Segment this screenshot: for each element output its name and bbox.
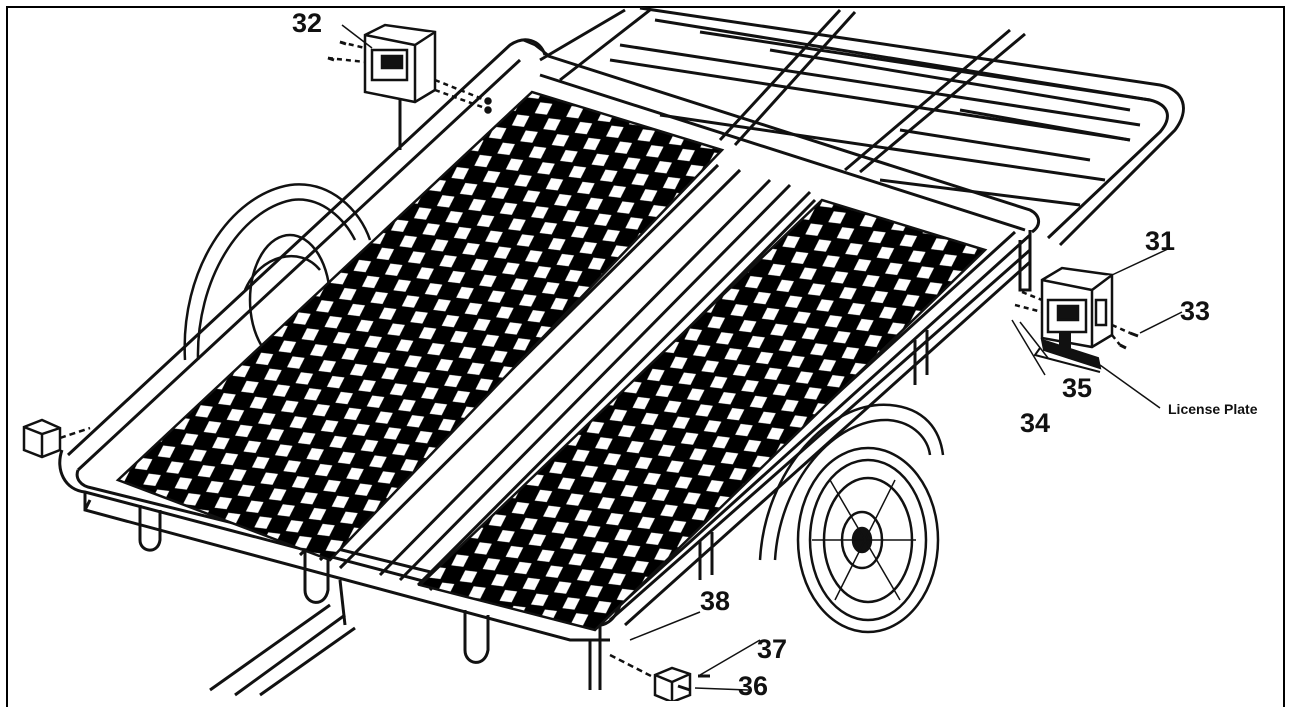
license-plate-label: License Plate (1168, 401, 1258, 417)
license-plate-bracket (1033, 331, 1102, 373)
leader-lines (341, 24, 1183, 691)
callout-33: 33 (1180, 296, 1210, 326)
callout-34: 34 (1020, 408, 1050, 438)
right-tail-light-box (1014, 266, 1139, 350)
diagram-frame (6, 6, 1285, 707)
callout-36: 36 (738, 671, 768, 701)
front-rack (539, 6, 1185, 247)
rear-end-cap (609, 653, 710, 701)
callout-31: 31 (1145, 226, 1175, 256)
left-tail-light-box (327, 23, 549, 114)
callout-38: 38 (700, 586, 730, 616)
callout-labels: 32 31 33 35 34 38 37 36 License Plate (292, 8, 1258, 701)
right-wheel (758, 403, 945, 634)
callout-37: 37 (757, 634, 787, 664)
left-end-cap (22, 418, 91, 459)
callout-35: 35 (1062, 373, 1092, 403)
callout-32: 32 (292, 8, 322, 38)
